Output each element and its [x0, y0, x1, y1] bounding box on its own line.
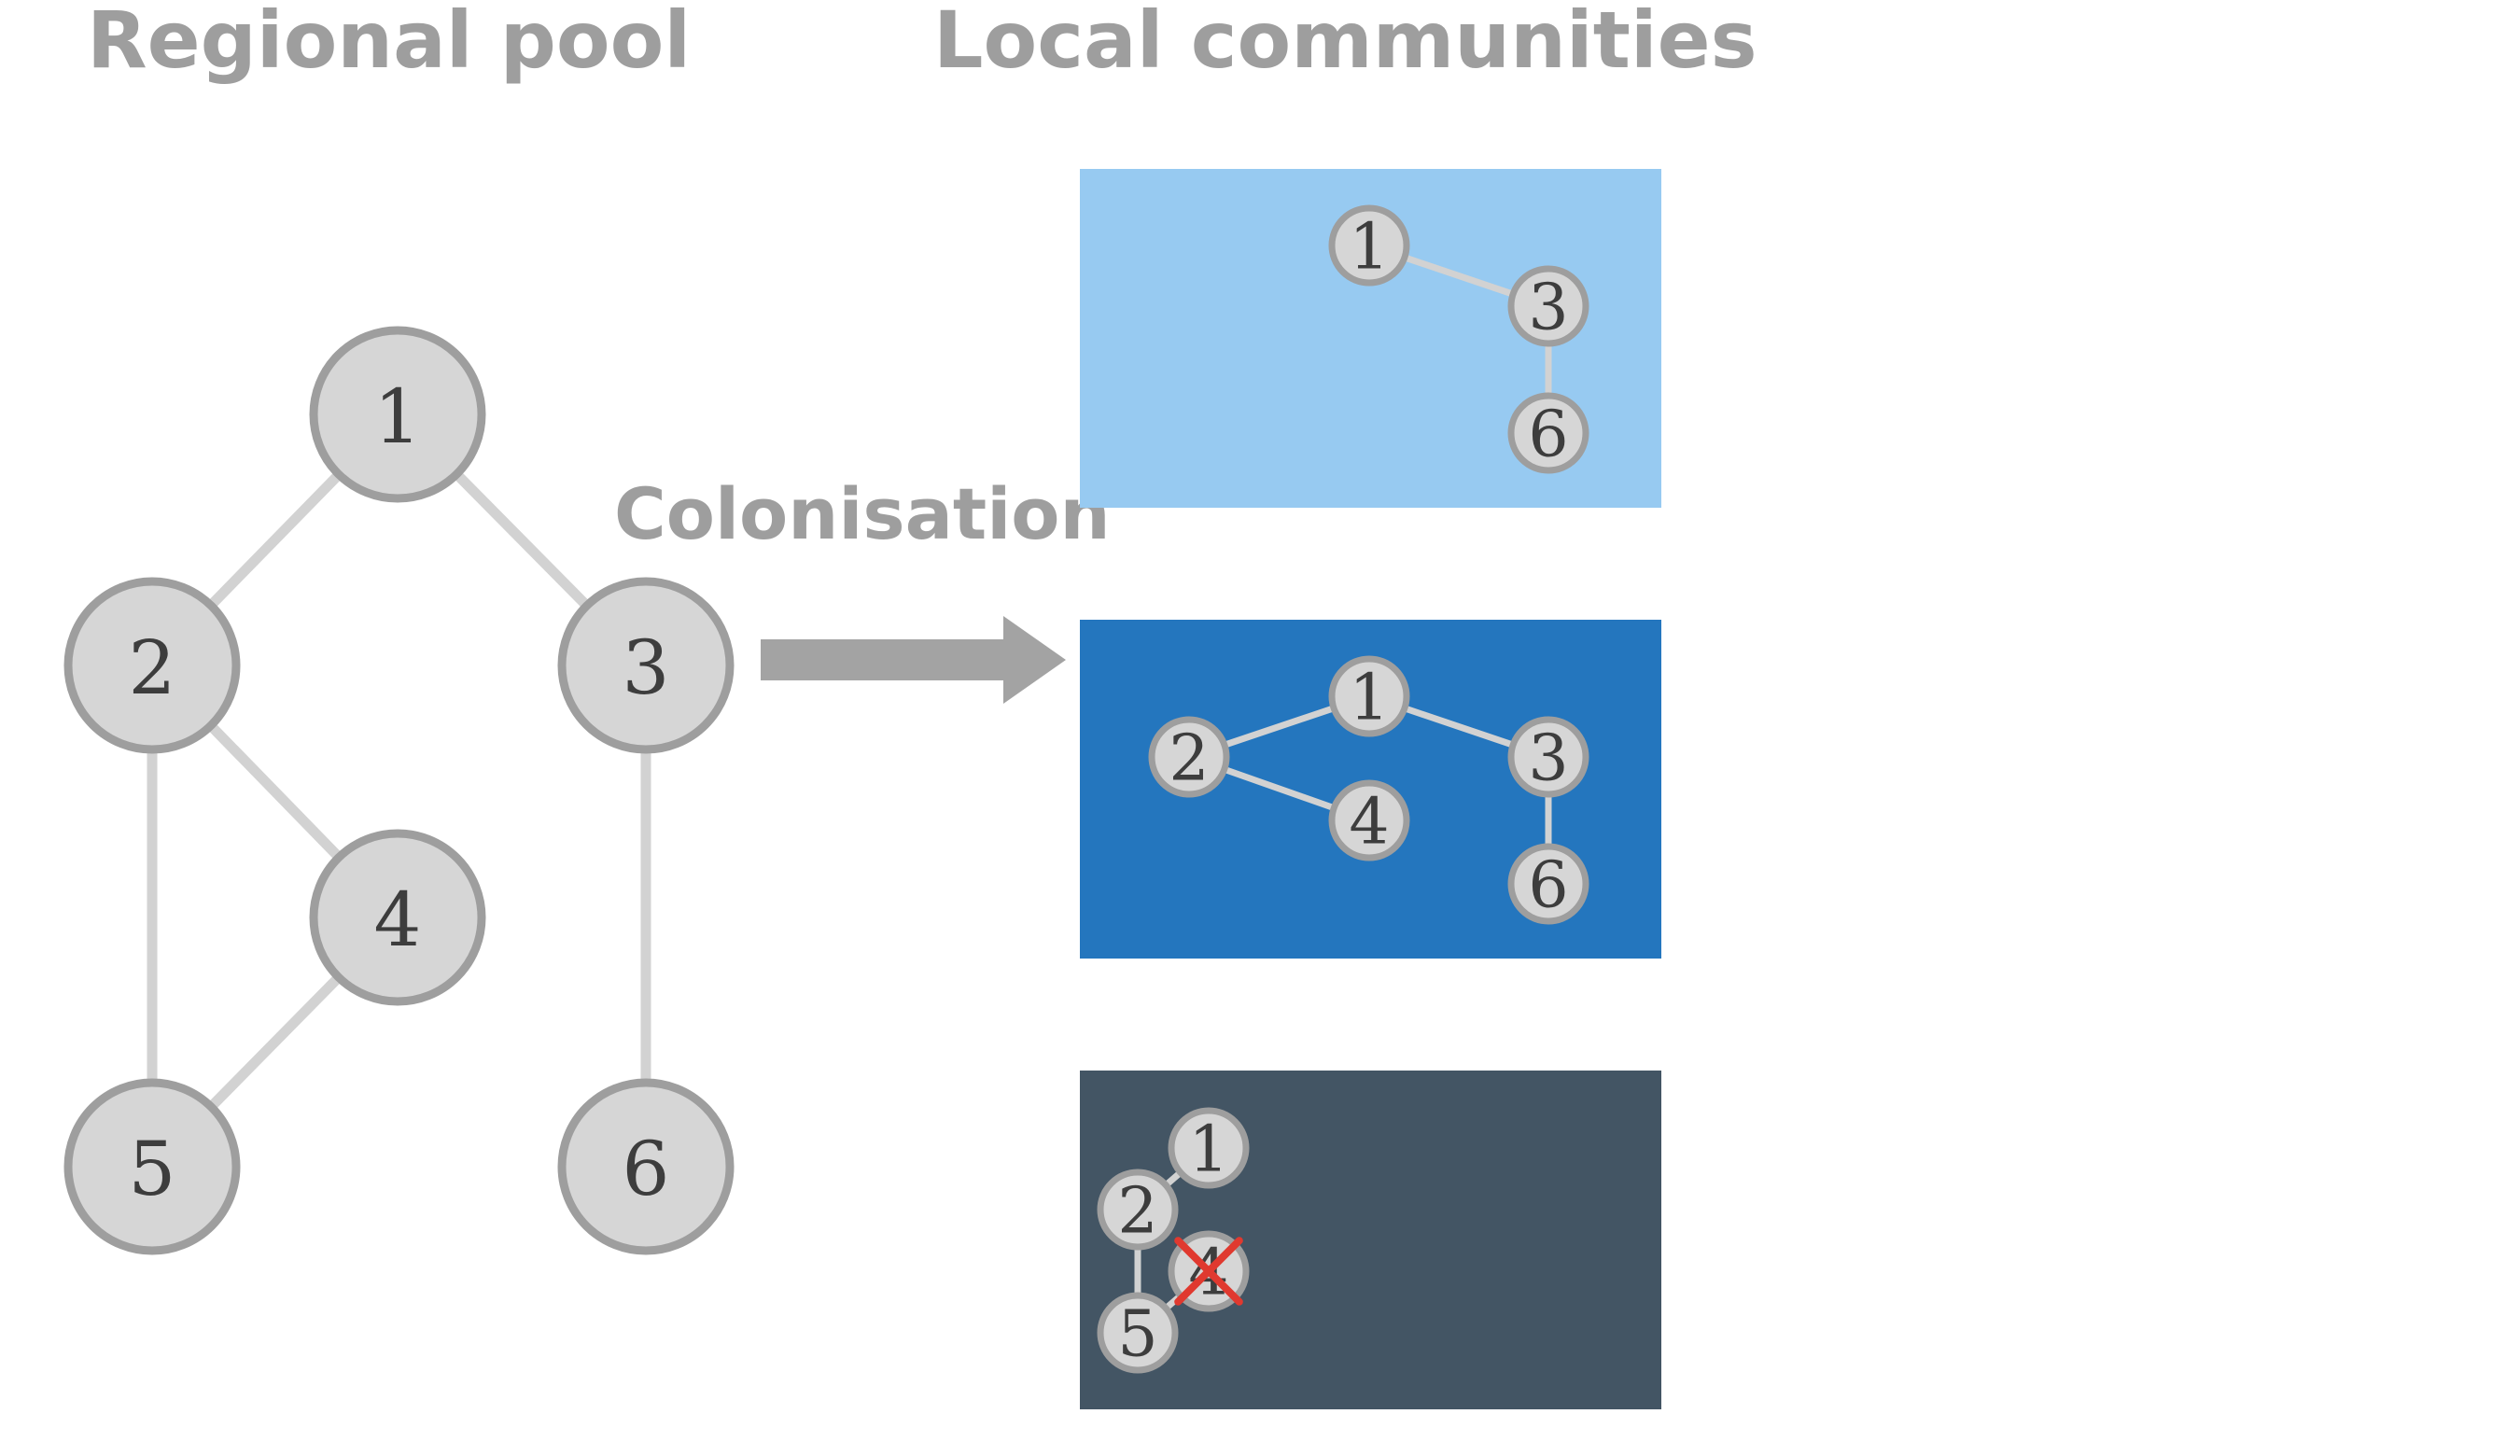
species-node-6: 6 [1507, 392, 1589, 474]
species-node-2: 2 [63, 577, 241, 754]
node-label: 1 [1349, 662, 1389, 735]
node-circle [557, 1078, 735, 1255]
node-circle [1507, 716, 1589, 798]
node-label: 2 [1117, 1175, 1157, 1249]
node-circle [1328, 779, 1410, 861]
species-node-3: 3 [1507, 716, 1589, 798]
node-label: 2 [1169, 722, 1209, 796]
regional-pool-network: 1 2 3 4 5 6 [63, 326, 735, 1255]
node-label: 1 [1188, 1113, 1228, 1187]
community-panel-2: 1 2 3 4 6 [1080, 620, 1661, 959]
node-label: 6 [623, 1126, 670, 1212]
colonisation-label: Colonisation [614, 472, 1111, 555]
node-circle [1148, 716, 1230, 798]
species-node-2: 2 [1148, 716, 1230, 798]
node-circle [557, 577, 735, 754]
node-circle [63, 1078, 241, 1255]
node-label: 6 [1528, 399, 1568, 472]
node-circle [1328, 204, 1410, 287]
species-node-1: 1 [309, 326, 486, 503]
node-label: 5 [129, 1126, 176, 1212]
community-panel-3: 1245 [1080, 1071, 1661, 1409]
species-node-2: 2 [1097, 1169, 1179, 1251]
node-circle [1097, 1292, 1179, 1374]
node-label: 2 [129, 624, 176, 711]
regional-pool-heading: Regional pool [87, 0, 691, 86]
extinction-cross-icon [1174, 1237, 1243, 1306]
species-node-6: 6 [557, 1078, 735, 1255]
local-communities: 136123461245 [1080, 169, 1661, 1409]
species-node-4: 4 [309, 829, 486, 1006]
species-node-1: 1 [1328, 655, 1410, 737]
species-node-1: 1 [1168, 1107, 1250, 1189]
node-circle [309, 829, 486, 1006]
node-label: 1 [1349, 211, 1389, 285]
species-node-4: 4 [1328, 779, 1410, 861]
node-label: 1 [374, 373, 422, 460]
node-label: 3 [1528, 722, 1568, 796]
node-label: 4 [374, 876, 422, 963]
species-node-5: 5 [1097, 1292, 1179, 1374]
colonisation-arrow-icon [761, 616, 1066, 704]
local-communities-heading: Local communities [933, 0, 1757, 86]
species-node-1: 1 [1328, 204, 1410, 287]
community-panel-1: 1 3 6 [1080, 169, 1661, 508]
node-label: 3 [623, 624, 670, 711]
species-node-3: 3 [557, 577, 735, 754]
species-node-6: 6 [1507, 843, 1589, 925]
node-circle [63, 577, 241, 754]
node-circle [1168, 1107, 1250, 1189]
node-label: 6 [1528, 849, 1568, 923]
node-label: 5 [1117, 1298, 1157, 1372]
node-circle [1328, 655, 1410, 737]
node-label: 3 [1528, 272, 1568, 345]
node-circle [1507, 392, 1589, 474]
node-circle [1507, 843, 1589, 925]
node-circle [1097, 1169, 1179, 1251]
species-node-3: 3 [1507, 265, 1589, 347]
node-label: 4 [1349, 786, 1389, 860]
node-circle [1507, 265, 1589, 347]
species-node-5: 5 [63, 1078, 241, 1255]
node-circle [309, 326, 486, 503]
species-node-4: 4 [1168, 1230, 1250, 1312]
